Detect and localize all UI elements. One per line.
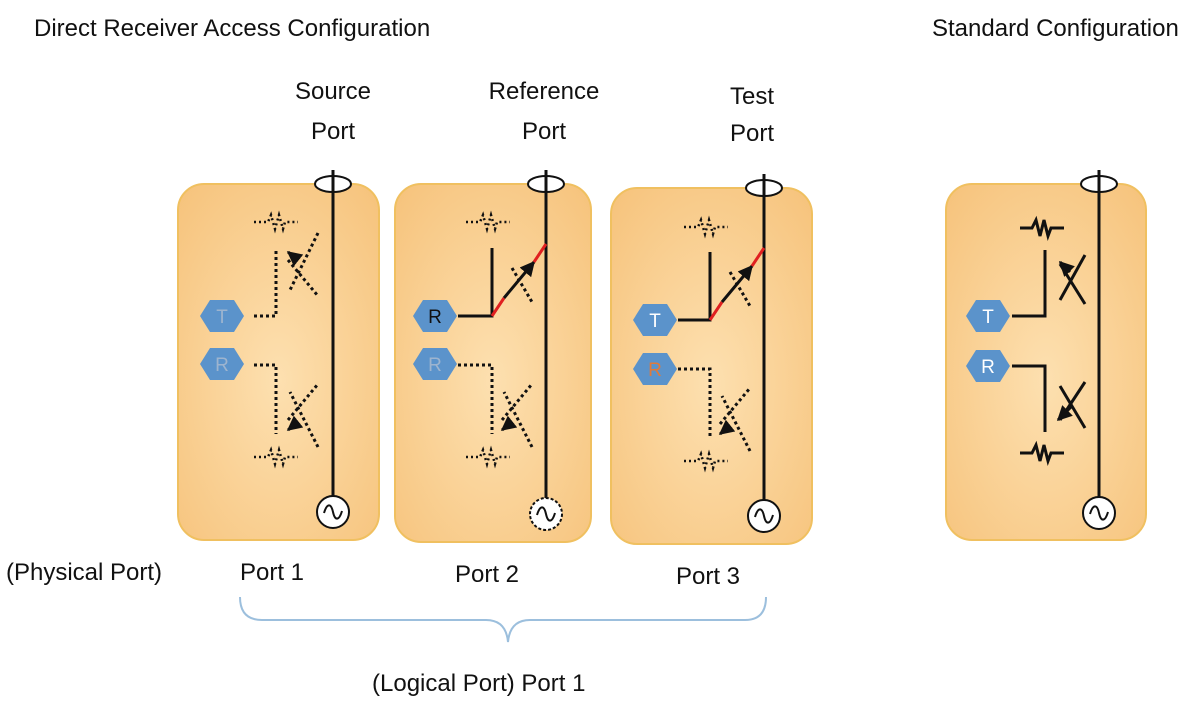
receiver-r-label: R [648, 360, 662, 381]
port-3-panel: T R [610, 172, 813, 545]
receiver-t-label: T [649, 311, 661, 332]
source-icon [529, 497, 563, 531]
title-direct-receiver-access: Direct Receiver Access Configuration [34, 15, 431, 42]
receiver-r-label: R [428, 307, 442, 328]
source-icon [316, 495, 350, 529]
physical-port-label: (Physical Port) [6, 559, 163, 586]
receiver-t-label: T [982, 307, 994, 328]
port-2-label: Port 2 [455, 561, 520, 588]
logical-port-brace [239, 596, 767, 643]
receiver-t-label: T [216, 307, 228, 328]
source-icon [1082, 496, 1116, 530]
port-1-panel: T R [177, 168, 380, 541]
receiver-r-label: R [428, 355, 442, 376]
port-3-label: Port 3 [676, 563, 741, 590]
source-port-header-line2: Port [310, 118, 356, 145]
standard-config-panel: T R [945, 168, 1147, 541]
receiver-r-label: R [981, 357, 995, 378]
source-port-header-line1: Source [294, 78, 372, 105]
title-standard-configuration: Standard Configuration [932, 15, 1179, 42]
logical-port-label: (Logical Port) Port 1 [372, 670, 586, 697]
reference-port-header-line1: Reference [488, 78, 600, 105]
reference-port-header-line2: Port [521, 118, 567, 145]
port-1-label: Port 1 [240, 559, 305, 586]
receiver-r-label: R [215, 355, 229, 376]
port-2-panel: R R [394, 168, 592, 543]
source-icon [747, 499, 781, 533]
test-port-header-line2: Port [729, 120, 775, 147]
test-port-header-line1: Test [729, 83, 775, 110]
